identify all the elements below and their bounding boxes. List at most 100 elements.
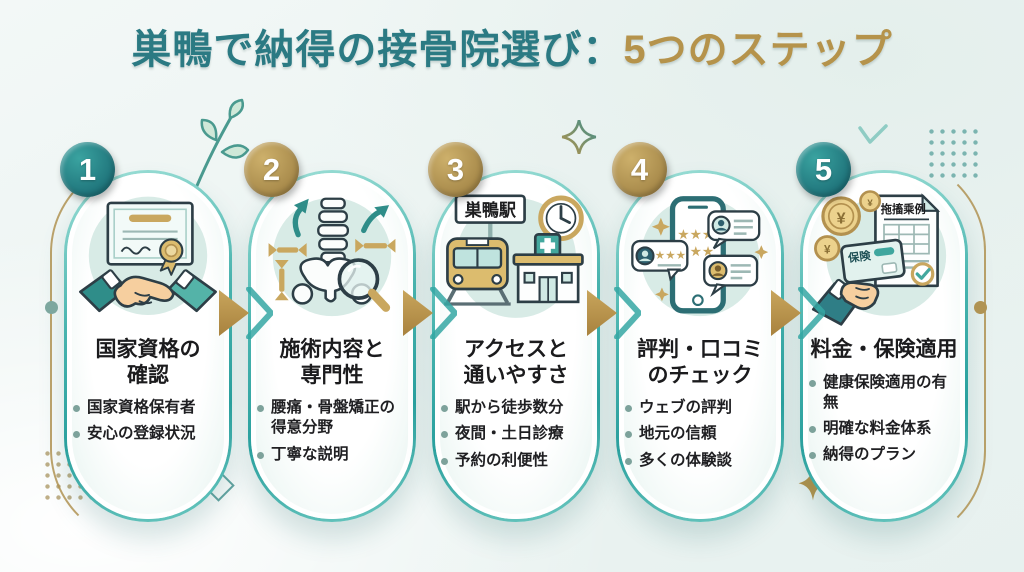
bullet-dot-icon [441, 457, 448, 465]
bullet-dot-icon [809, 452, 816, 460]
bullet-text: 納得のプラン [823, 446, 917, 464]
step-5-title-line1: 料金・保険適用 [810, 338, 958, 361]
step-card-2: 2 [244, 142, 416, 522]
step-4-title-line2: のチェック [647, 363, 753, 387]
bullet-item: 地元の信頼 [625, 424, 775, 444]
bullet-item: 明確な料金体系 [809, 419, 959, 439]
bullet-text: 国家資格保有者 [87, 399, 196, 417]
rating-stars-bubble: ★★★ [655, 249, 686, 262]
page-title-main: 巣鴨で納得の接骨院選び： [131, 28, 624, 72]
bullet-item: 予約の利便性 [441, 451, 591, 471]
edge-dot [974, 301, 987, 314]
bullet-dot-icon [257, 451, 264, 459]
bullet-item: 腰痛・骨盤矯正の得意分野 [257, 398, 407, 438]
spine-magnifier-icon [258, 185, 406, 333]
smartphone-reviews-icon: ★★★ ★★★ [626, 185, 774, 333]
edge-dot [45, 301, 58, 314]
bullet-dot-icon [625, 405, 632, 413]
step-1-body: 国家資格の 確認 国家資格保有者 安心の登録状況 [67, 173, 229, 519]
step-card-4: 4 ★★★ ★★★ [612, 142, 784, 522]
step-3-title: アクセスと 通いやすさ [464, 337, 569, 388]
arrow-connector-2 [403, 286, 458, 340]
wave-check-icon [858, 124, 888, 144]
bullet-item: 納得のプラン [809, 445, 959, 465]
arrow-connector-1 [219, 286, 274, 340]
yen-coin-symbol: ¥ [824, 244, 831, 257]
bullet-item: 多くの体験談 [625, 451, 775, 471]
sparkle-outline-icon [561, 119, 597, 155]
step-5-title: 料金・保険適用 [811, 337, 958, 363]
bullet-dot-icon [73, 405, 80, 413]
step-1-title-line1: 国家資格の [95, 338, 201, 361]
station-sign-label: 巣鴨駅 [464, 200, 517, 220]
step-2-bullets: 腰痛・骨盤矯正の得意分野 丁寧な説明 [257, 398, 407, 464]
bullet-text: ウェブの評判 [639, 399, 733, 417]
review-bubble-bottom-right [703, 254, 759, 298]
step-1-badge: 1 [60, 142, 115, 197]
step-4-body: ★★★ ★★★ [619, 173, 781, 519]
step-2-title-line1: 施術内容と [279, 338, 385, 361]
step-card-1: 1 [45, 142, 232, 544]
yen-coin-symbol: ¥ [837, 210, 846, 228]
bullet-text: 安心の登録状況 [87, 425, 196, 443]
step-2-body: 施術内容と 専門性 腰痛・骨盤矯正の得意分野 丁寧な説明 [251, 173, 413, 519]
step-card-5: 5 拖搐乘例 [796, 142, 987, 546]
bullet-item: ウェブの評判 [625, 398, 775, 418]
yen-coin-symbol: ¥ [867, 198, 873, 209]
step-1-title-line2: 確認 [127, 363, 169, 387]
step-5-bullets: 健康保険適用の有無 明確な料金体系 納得のプラン [809, 373, 959, 466]
step-5-body: 拖搐乘例 ¥ ¥ ¥ [803, 173, 965, 519]
document-title-label: 拖搐乘例 [881, 202, 926, 216]
step-3-badge: 3 [428, 142, 483, 197]
bullet-text: 夜間・土日診療 [455, 425, 564, 443]
step-2-badge: 2 [244, 142, 299, 197]
step-4-title: 評判・口コミ のチェック [637, 337, 763, 388]
bullet-dot-icon [809, 425, 816, 433]
step-4-title-line1: 評判・口コミ [637, 338, 763, 361]
page-title: 巣鴨で納得の接骨院選び：5つのステップ [0, 28, 1024, 72]
bullet-item: 丁寧な説明 [257, 445, 407, 465]
arrow-connector-3 [587, 286, 642, 340]
page-title-highlight: 5つのステップ [623, 28, 893, 72]
step-4-bullets: ウェブの評判 地元の信頼 多くの体験談 [625, 398, 775, 470]
bullet-dot-icon [809, 379, 816, 387]
insurance-card-label: 保険 [846, 248, 872, 265]
bullet-item: 国家資格保有者 [73, 398, 223, 418]
leaf-sprig-icon [194, 98, 250, 190]
bullet-dot-icon [257, 405, 264, 413]
dot-grid-top-right [926, 126, 980, 178]
certificate-handshake-icon [74, 185, 222, 333]
review-bubble-top-right [707, 210, 761, 250]
step-2-title: 施術内容と 専門性 [280, 337, 385, 388]
step-2-title-line2: 専門性 [300, 363, 364, 387]
sparkle-small-icon [655, 287, 669, 302]
bullet-text: 地元の信頼 [639, 425, 717, 443]
step-card-3: 3 巣鴨駅 [428, 142, 600, 522]
step-1-title: 国家資格の 確認 [96, 337, 201, 388]
step-5-badge: 5 [796, 142, 851, 197]
bullet-text: 多くの体験談 [639, 451, 733, 469]
bullet-dot-icon [441, 405, 448, 413]
bullet-dot-icon [73, 431, 80, 439]
insurance-card-coins-document-icon: 拖搐乘例 ¥ ¥ ¥ [809, 185, 959, 333]
sparkle-small-icon [754, 245, 769, 259]
bullet-item: 夜間・土日診療 [441, 424, 591, 444]
review-bubble-left: ★★★ [631, 239, 689, 282]
arrow-connector-4 [771, 286, 826, 340]
bullet-item: 健康保険適用の有無 [809, 373, 959, 413]
train-station-clock-clinic-icon: 巣鴨駅 [441, 185, 591, 333]
bullet-text: 予約の利便性 [455, 451, 549, 469]
step-1-bullets: 国家資格保有者 安心の登録状況 [73, 398, 223, 444]
step-4-badge: 4 [612, 142, 667, 197]
bullet-dot-icon [625, 457, 632, 465]
bullet-item: 安心の登録状況 [73, 424, 223, 444]
bullet-dot-icon [625, 431, 632, 439]
bullet-text: 駅から徒歩数分 [455, 399, 564, 417]
bullet-dot-icon [441, 431, 448, 439]
bullet-item: 駅から徒歩数分 [441, 398, 591, 418]
rating-stars-row1: ★★★ [677, 227, 714, 242]
step-3-bullets: 駅から徒歩数分 夜間・土日診療 予約の利便性 [441, 398, 591, 470]
bullet-text: 明確な料金体系 [823, 419, 932, 437]
sparkle-small-icon [651, 217, 670, 236]
